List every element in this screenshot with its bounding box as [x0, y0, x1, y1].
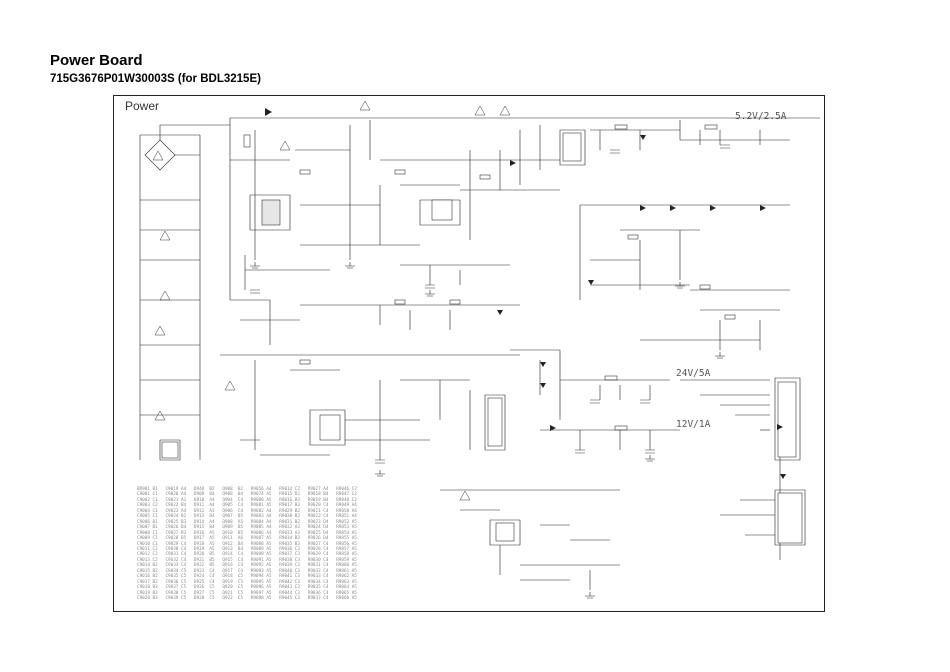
- connector-ac-inlet: [161, 441, 179, 459]
- ground-symbols: [250, 262, 725, 599]
- warning-icons: [152, 100, 511, 501]
- board-subtitle: 715G3676P01W30003S (for BDL3215E): [50, 73, 261, 85]
- connector-cn802: [777, 492, 803, 544]
- ic-pwm-controller: [261, 199, 281, 226]
- output-24v-label: 24V/5A: [676, 368, 711, 379]
- passives: [243, 124, 736, 464]
- connector-cn801: [777, 381, 797, 458]
- section-label: Power: [125, 99, 160, 113]
- ic-llc-controller: [319, 414, 341, 441]
- output-5v-label: 5.2V/2.5A: [735, 111, 787, 122]
- diodes: [265, 108, 786, 479]
- transformer-standby: [562, 132, 582, 162]
- components: [161, 132, 803, 544]
- ic-standby-controller: [431, 199, 453, 221]
- schematic-frame: [113, 95, 825, 612]
- output-12v-label: 12V/1A: [676, 419, 711, 430]
- ic-standby-regulator: [495, 522, 515, 542]
- transformer-main: [487, 397, 503, 447]
- page-title: Power Board: [50, 52, 143, 69]
- component-reference-table: BD901 B1 C9019 A4 D948 B2 Q908 B2 R9056 …: [137, 487, 357, 602]
- wiring: [139, 117, 820, 590]
